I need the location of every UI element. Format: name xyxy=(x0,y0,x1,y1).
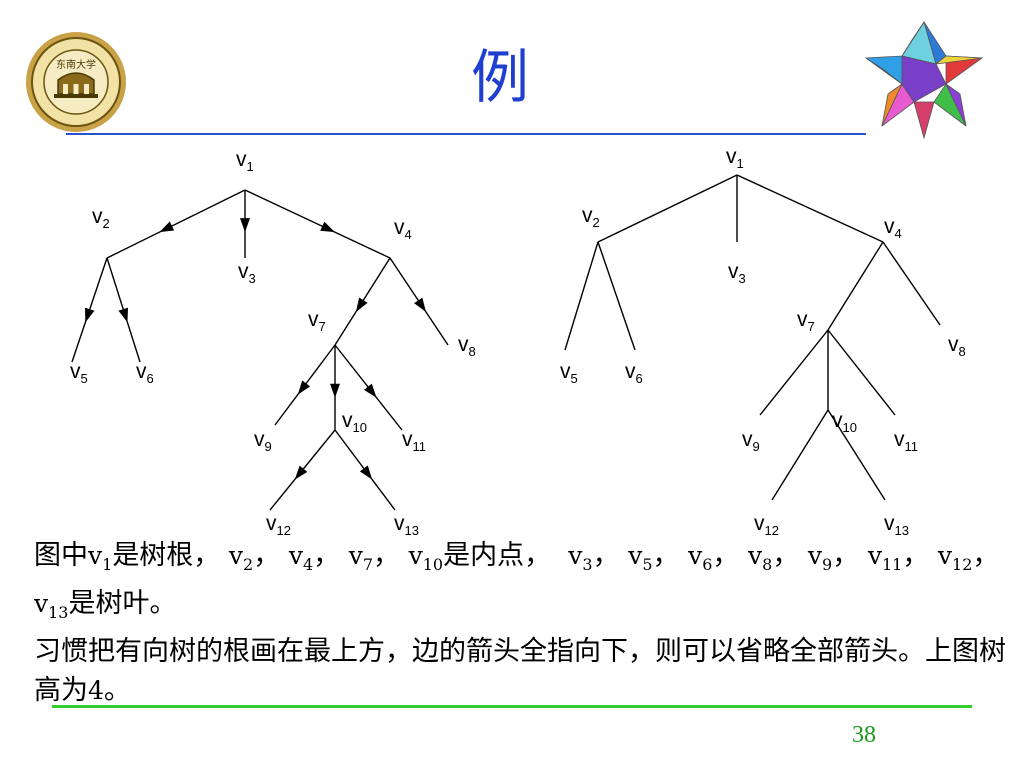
left-label-v10: v10 xyxy=(342,409,367,435)
page-number: 38 xyxy=(852,722,876,748)
list-separator: ， xyxy=(652,540,689,571)
vertex-ref: v7 xyxy=(348,541,374,574)
right-label-v1: v1 xyxy=(726,145,744,171)
right-edge-v1-v2 xyxy=(597,174,738,243)
paragraph-convention: 习惯把有向树的根画在最上方，边的箭头全指向下，则可以省略全部箭头。上图树高为4。 xyxy=(34,632,1024,710)
tree-height-value: 4 xyxy=(88,676,104,705)
right-edge-v4-v7 xyxy=(827,241,884,331)
left-label-v12: v12 xyxy=(266,512,291,538)
left-label-v13: v13 xyxy=(394,512,419,538)
right-label-v13: v13 xyxy=(884,512,909,538)
right-label-v7: v7 xyxy=(797,308,815,334)
left-label-v2: v2 xyxy=(92,205,110,231)
vertex-ref: v4 xyxy=(288,541,314,574)
list-separator: ， xyxy=(972,540,1000,571)
list-separator: ， xyxy=(832,540,868,571)
left-edge-v10-v12 xyxy=(269,429,336,511)
leaf-vertex-list: v3， v5， v6， v8， v9， v11， v12， v13 xyxy=(34,540,1000,622)
right-label-v3: v3 xyxy=(728,260,746,286)
root-vertex: v1 xyxy=(88,541,112,574)
right-label-v9: v9 xyxy=(742,428,760,454)
left-edge-v10-v13 xyxy=(334,429,396,511)
left-label-v9: v9 xyxy=(254,428,272,454)
list-separator: ， xyxy=(373,540,409,571)
vertex-ref: v11 xyxy=(867,541,903,574)
right-edge-v7-v9 xyxy=(759,329,829,416)
vertex-ref: v2 xyxy=(228,541,254,574)
left-tree-labels: v1 v2 v3 v4 v5 v6 v7 v8 v9 v10 v11 v12 v13 xyxy=(70,148,476,538)
list-separator: ， xyxy=(772,540,808,571)
right-edge-v2-v6 xyxy=(597,241,636,351)
text-internal-suffix: 是内点， xyxy=(443,540,552,571)
vertex-ref: v10 xyxy=(408,541,444,574)
vertex-ref: v9 xyxy=(807,541,833,574)
left-label-v1: v1 xyxy=(236,148,254,174)
left-label-v5: v5 xyxy=(70,360,88,386)
root-vertex-sub: 1 xyxy=(102,555,113,574)
left-label-v8: v8 xyxy=(458,333,476,359)
title-divider xyxy=(66,133,866,135)
right-label-v8: v8 xyxy=(948,333,966,359)
right-edge-v1-v4 xyxy=(736,174,884,243)
text-prefix: 图中 xyxy=(34,540,88,571)
list-separator: ， xyxy=(592,540,629,571)
left-edge-v4-v8 xyxy=(389,257,449,346)
slide-title: 例 xyxy=(470,43,529,111)
left-label-v3: v3 xyxy=(238,260,256,286)
vertex-ref: v12 xyxy=(937,541,973,574)
root-vertex-base: v xyxy=(88,541,103,570)
footer-divider xyxy=(52,705,972,708)
logo-seal-text: 东南大学 xyxy=(56,58,96,71)
list-separator: ， xyxy=(902,540,938,571)
left-edge-v4-v7 xyxy=(334,257,391,346)
left-label-v11: v11 xyxy=(402,428,426,454)
list-separator: ， xyxy=(712,540,748,571)
right-label-v6: v6 xyxy=(625,360,643,386)
paragraph-classification: 图中v1是树根， v2， v4， v7， v10是内点， v3， v5， v6，… xyxy=(34,536,1024,632)
right-label-v12: v12 xyxy=(754,512,779,538)
right-tree-labels: v1 v2 v3 v4 v5 v6 v7 v8 v9 v10 v11 v12 v13 xyxy=(560,145,966,538)
right-tree-edges xyxy=(564,174,941,501)
left-label-v6: v6 xyxy=(136,360,154,386)
right-label-v2: v2 xyxy=(582,204,600,230)
text-convention: 习惯把有向树的根画在最上方，边的箭头全指向下，则可以省略全部箭头。上图树高为 xyxy=(34,636,1006,706)
polyhedron-decoration-icon xyxy=(864,21,984,140)
left-edge-v2-v5 xyxy=(71,257,108,363)
list-separator: ， xyxy=(253,540,289,571)
left-edge-v1-v4 xyxy=(244,189,391,259)
internal-vertex-list: v2， v4， v7， v10 xyxy=(228,540,444,574)
left-label-v7: v7 xyxy=(308,308,326,334)
left-tree-edges xyxy=(71,189,449,511)
right-label-v4: v4 xyxy=(884,215,902,241)
right-edge-v10-v13 xyxy=(827,409,886,501)
vertex-ref: v8 xyxy=(748,541,773,574)
right-edge-v4-v8 xyxy=(882,241,941,326)
right-edge-v2-v5 xyxy=(564,241,599,351)
vertex-ref: v13 xyxy=(34,589,69,622)
list-separator: ， xyxy=(313,540,349,571)
text-leaf-suffix: 是树叶。 xyxy=(68,588,177,619)
text-root-suffix: 是树根， xyxy=(112,540,221,571)
left-edge-v2-v6 xyxy=(106,257,141,363)
vertex-ref: v5 xyxy=(628,541,653,574)
right-label-v11: v11 xyxy=(894,428,918,454)
right-edge-v7-v11 xyxy=(827,329,896,416)
vertex-ref: v3 xyxy=(568,541,593,574)
right-edge-v10-v12 xyxy=(771,409,829,501)
vertex-ref: v6 xyxy=(688,541,713,574)
left-edge-v1-v2 xyxy=(106,189,246,259)
left-label-v4: v4 xyxy=(394,216,412,242)
text-convention-end: 。 xyxy=(103,675,131,706)
right-label-v5: v5 xyxy=(560,360,578,386)
explanation-text: 图中v1是树根， v2， v4， v7， v10是内点， v3， v5， v6，… xyxy=(34,536,1024,710)
right-label-v10: v10 xyxy=(832,409,857,435)
left-edge-v7-v9 xyxy=(274,344,336,426)
university-logo: 东南大学 xyxy=(26,32,126,132)
